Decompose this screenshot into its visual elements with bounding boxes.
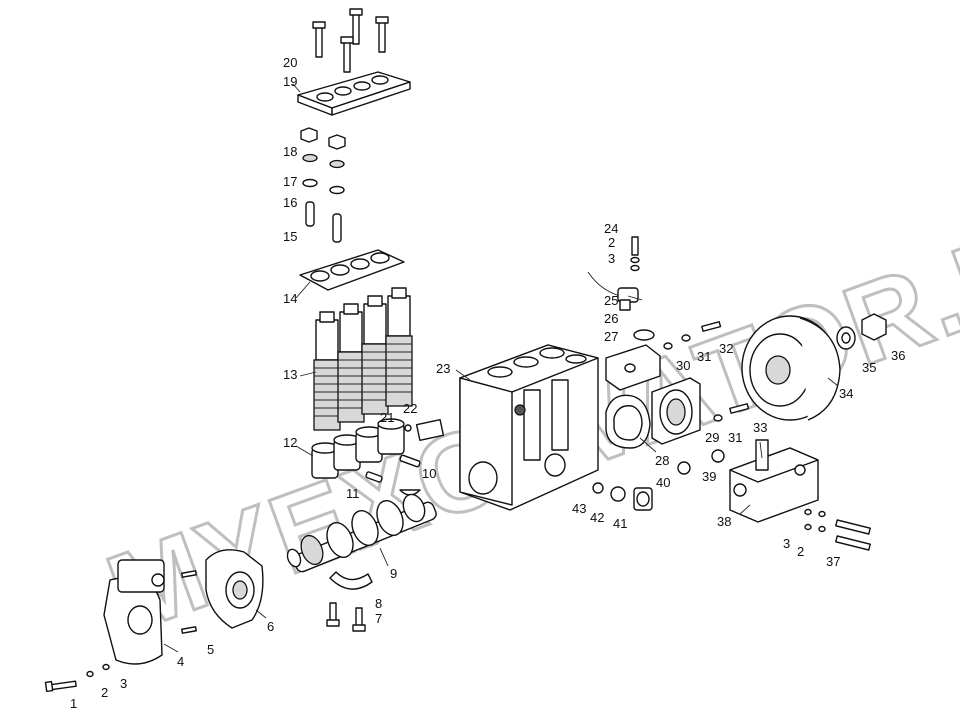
callout-24: 24 <box>604 221 618 236</box>
studs-15-16 <box>305 201 342 243</box>
callout-5: 5 <box>207 642 214 657</box>
callout-7: 7 <box>375 611 382 626</box>
drive-housing-4 <box>103 559 165 665</box>
callout-2-sensor: 2 <box>608 235 615 250</box>
callout-36: 36 <box>891 348 905 363</box>
callout-23: 23 <box>436 361 450 376</box>
callout-21: 21 <box>380 410 394 425</box>
bearing-flange-29 <box>651 377 701 445</box>
callout-40: 40 <box>656 475 670 490</box>
callout-26: 26 <box>604 311 618 326</box>
callout-2-left: 2 <box>101 685 108 700</box>
callout-31-upper: 31 <box>697 349 711 364</box>
callout-35: 35 <box>862 360 876 375</box>
cover-27 <box>605 344 661 391</box>
valve-block-38 <box>729 439 819 523</box>
callout-19: 19 <box>283 74 297 89</box>
callout-41: 41 <box>613 516 627 531</box>
small-parts-21-22-10-11 <box>365 418 445 496</box>
callout-28: 28 <box>655 453 669 468</box>
fittings-41-42-43 <box>592 482 653 511</box>
callout-38: 38 <box>717 514 731 529</box>
callout-6: 6 <box>267 619 274 634</box>
callout-15: 15 <box>283 229 297 244</box>
callout-3-left: 3 <box>120 676 127 691</box>
pump-elements-13 <box>313 287 413 431</box>
callout-42: 42 <box>590 510 604 525</box>
callout-13: 13 <box>283 367 297 382</box>
washers-17 <box>302 178 345 195</box>
washers-30-31 <box>663 321 750 422</box>
callout-43: 43 <box>572 501 586 516</box>
bearing-shell-8 <box>329 571 373 590</box>
callout-30: 30 <box>676 358 690 373</box>
sensor-25 <box>587 236 655 341</box>
pump-housing-23 <box>459 344 599 511</box>
gear-housing-34 <box>741 315 841 421</box>
callout-34: 34 <box>839 386 853 401</box>
ring-35-nut-36 <box>836 313 887 350</box>
callout-8: 8 <box>375 596 382 611</box>
bolts-20 <box>312 8 389 73</box>
callout-16: 16 <box>283 195 297 210</box>
camshaft-9 <box>286 493 437 573</box>
callout-39: 39 <box>702 469 716 484</box>
callout-25: 25 <box>604 293 618 308</box>
callout-29: 29 <box>705 430 719 445</box>
callout-3-sensor: 3 <box>608 251 615 266</box>
gasket-14 <box>299 249 405 291</box>
callout-32: 32 <box>719 341 733 356</box>
bolts-7 <box>326 602 366 632</box>
callout-31-lower: 31 <box>728 430 742 445</box>
callout-4: 4 <box>177 654 184 669</box>
callout-11: 11 <box>346 486 360 501</box>
callout-9: 9 <box>390 566 397 581</box>
callout-12: 12 <box>283 435 297 450</box>
rings-39-40 <box>677 449 725 475</box>
clamp-plate-19 <box>297 71 411 116</box>
callout-27: 27 <box>604 329 618 344</box>
tappets-12 <box>311 418 405 479</box>
bolts-37-washers <box>804 508 871 551</box>
pins-5 <box>181 570 197 634</box>
bolt-1-washers-2-3 <box>44 663 110 693</box>
gasket-28 <box>605 394 651 449</box>
callout-labels: 20 19 18 17 16 15 14 13 12 11 10 21 22 2… <box>70 55 905 711</box>
callout-14: 14 <box>283 291 297 306</box>
leader-lines <box>163 83 839 653</box>
callout-20: 20 <box>283 55 297 70</box>
callout-1: 1 <box>70 696 77 711</box>
callout-17: 17 <box>283 174 297 189</box>
callout-2-right: 2 <box>797 544 804 559</box>
callout-33: 33 <box>753 420 767 435</box>
callout-37: 37 <box>826 554 840 569</box>
callout-18: 18 <box>283 144 297 159</box>
callout-10: 10 <box>422 466 436 481</box>
callout-3-right: 3 <box>783 536 790 551</box>
nuts-18 <box>300 127 346 169</box>
flange-cover-6 <box>205 549 264 629</box>
callout-22: 22 <box>403 401 417 416</box>
